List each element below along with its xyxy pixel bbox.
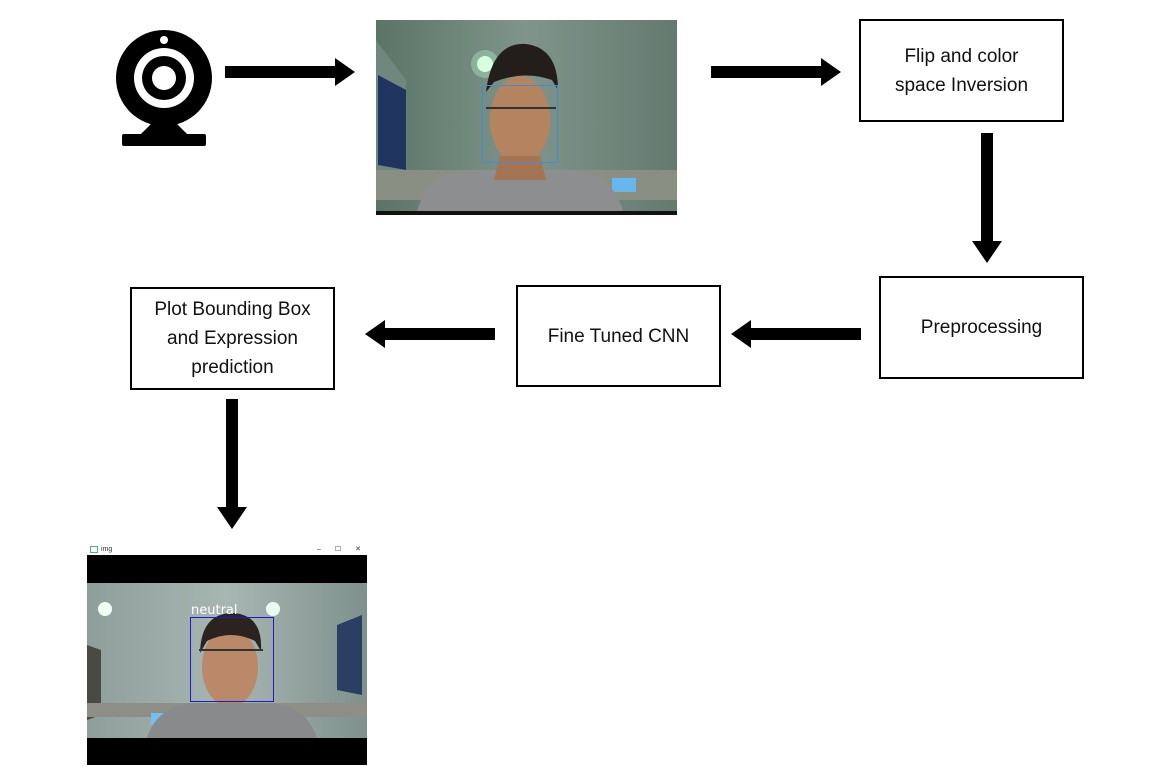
output-window-title: img [101, 545, 113, 553]
webcam-icon [116, 30, 212, 146]
arrow-cnn-to-plot [365, 320, 495, 348]
plot-box-line-1: Plot Bounding Box [154, 299, 311, 320]
window-app-icon [90, 545, 98, 553]
cnn-label: Fine Tuned CNN [547, 325, 690, 347]
flip-color-inversion-box: Flip and color space Inversion [859, 19, 1064, 122]
output-face-bounding-box [190, 617, 274, 702]
fine-tuned-cnn-box: Fine Tuned CNN [516, 285, 721, 387]
preprocessing-label: Preprocessing [920, 317, 1043, 338]
minimize-button[interactable]: – [316, 545, 321, 553]
input-face-bounding-box [482, 85, 558, 163]
close-button[interactable]: ✕ [355, 546, 361, 553]
arrow-webcam-to-frame [225, 58, 355, 86]
plot-box-line-2: and Expression [167, 328, 298, 349]
plot-bounding-box-node: Plot Bounding Box and Expression predict… [130, 287, 335, 390]
input-camera-frame [376, 20, 677, 215]
arrow-flip-to-preprocessing [972, 133, 1002, 263]
output-window-titlebar: img – ☐ ✕ [87, 543, 367, 555]
arrow-plot-to-output [217, 399, 247, 529]
plot-box-line-3: prediction [191, 357, 274, 378]
flip-box-line-1: Flip and color [904, 45, 1019, 67]
arrow-frame-to-flip [711, 58, 841, 86]
prediction-label: neutral [191, 603, 238, 618]
output-window: img – ☐ ✕ neutral [87, 543, 367, 765]
flip-box-line-2: space Inversion [894, 74, 1029, 96]
preprocessing-box: Preprocessing [879, 276, 1084, 379]
arrow-preprocessing-to-cnn [731, 320, 861, 348]
maximize-button[interactable]: ☐ [334, 546, 342, 553]
